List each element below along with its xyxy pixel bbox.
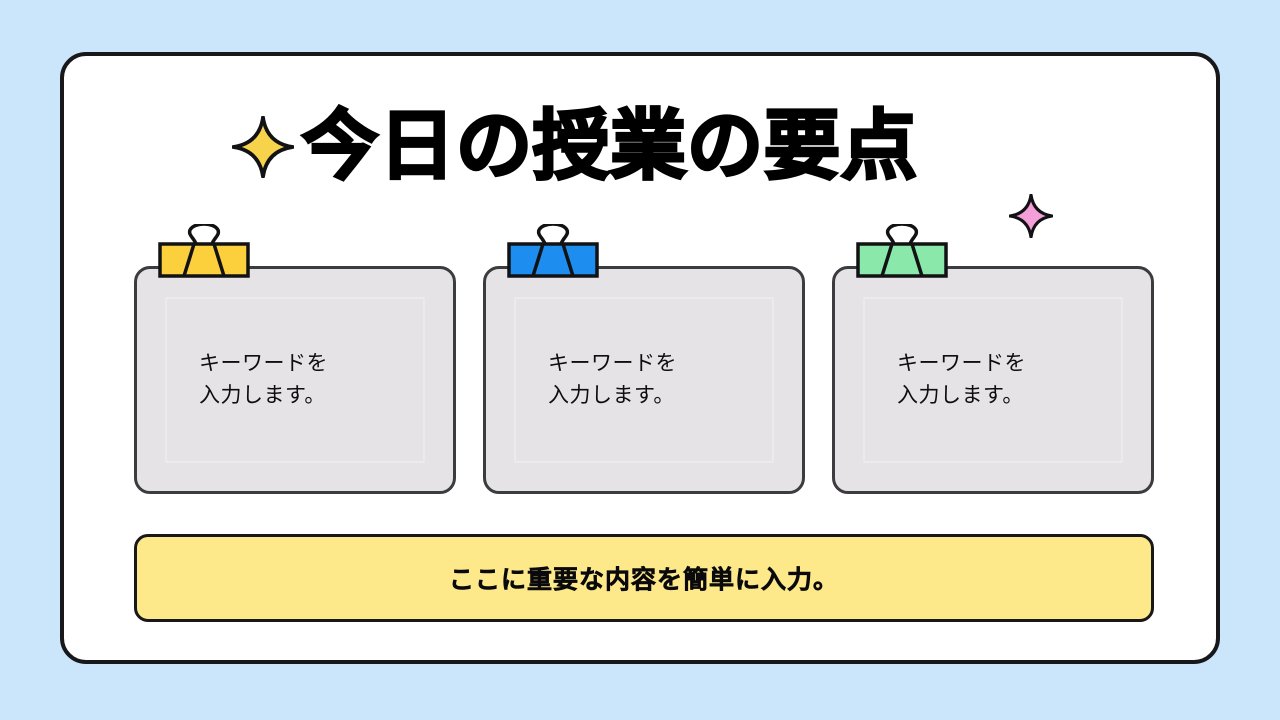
keyword-card[interactable]: キーワードを 入力します。 (483, 222, 805, 494)
binder-clip-icon (852, 222, 952, 286)
highlight-banner-text: ここに重要な内容を簡単に入力。 (448, 565, 839, 595)
keyword-card[interactable]: キーワードを 入力します。 (134, 222, 456, 494)
keyword-card[interactable]: キーワードを 入力します。 (832, 222, 1154, 494)
keyword-card-body[interactable]: キーワードを 入力します。 (832, 266, 1154, 494)
sparkle-four-point-icon (231, 115, 295, 179)
highlight-banner[interactable]: ここに重要な内容を簡単に入力。 (134, 534, 1154, 622)
binder-clip-icon (503, 222, 603, 286)
keyword-card-text: キーワードを 入力します。 (548, 351, 677, 407)
keyword-card-body[interactable]: キーワードを 入力します。 (483, 266, 805, 494)
keyword-card-text: キーワードを 入力します。 (199, 351, 328, 407)
keyword-cards-row: キーワードを 入力します。 キーワードを 入力します。 (134, 222, 1154, 494)
binder-clip-icon (154, 222, 254, 286)
keyword-card-body[interactable]: キーワードを 入力します。 (134, 266, 456, 494)
slide-panel: 今日の授業の要点 キーワードを 入力します。 (60, 52, 1220, 664)
page-title: 今日の授業の要点 (301, 100, 919, 192)
sparkle-four-point-icon (1008, 193, 1054, 239)
keyword-card-text: キーワードを 入力します。 (897, 351, 1026, 407)
title-row: 今日の授業の要点 (64, 94, 1216, 239)
